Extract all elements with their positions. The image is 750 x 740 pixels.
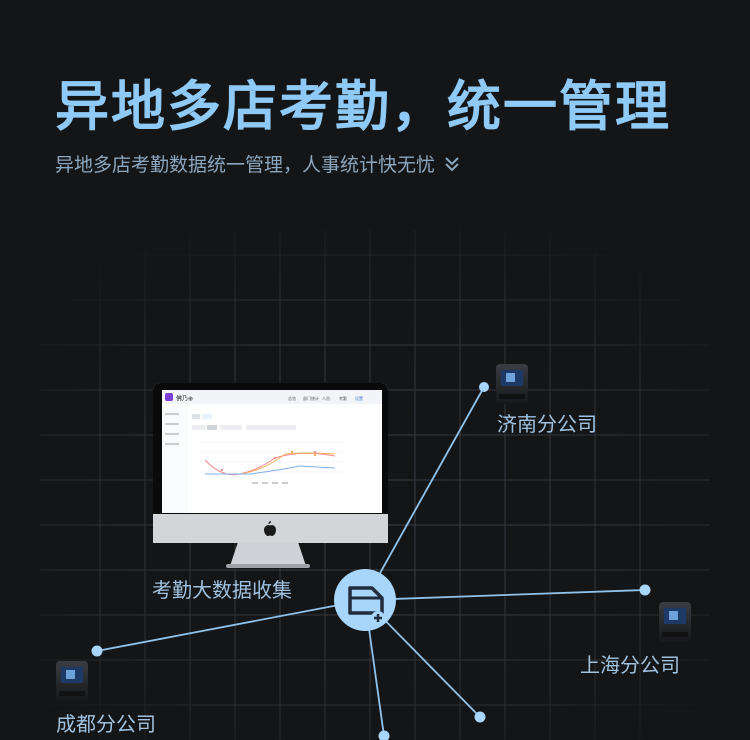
link-endpoints bbox=[91, 382, 651, 740]
screen-nav-item: 考勤 bbox=[339, 395, 347, 401]
hub-label: 考勤大数据收集 bbox=[152, 578, 292, 602]
endpoint-south-east bbox=[474, 711, 486, 723]
screen-logo: 佛乃⊕ bbox=[176, 395, 193, 403]
hub-icon[interactable] bbox=[334, 569, 396, 631]
apple-logo-icon bbox=[264, 521, 276, 536]
imac-monitor: 佛乃⊕ 总览 部门统计 人员 考勤 设置 bbox=[153, 383, 388, 568]
branch-label-chengdu: 成都分公司 bbox=[56, 712, 156, 736]
chevron-double-down-icon[interactable] bbox=[443, 155, 461, 173]
endpoint-south bbox=[378, 730, 390, 740]
attendance-terminal-icon bbox=[659, 602, 691, 642]
endpoint-jinan bbox=[479, 382, 489, 392]
attendance-terminal-icon bbox=[56, 661, 88, 701]
subtitle-text: 异地多店考勤数据统一管理，人事统计快无忧 bbox=[55, 154, 436, 176]
screen-nav-item: 总览 bbox=[288, 395, 296, 401]
screen-nav-item: 人员 bbox=[322, 395, 330, 401]
endpoint-chengdu bbox=[91, 645, 103, 657]
link-shanghai bbox=[364, 589, 646, 601]
attendance-terminal-icon bbox=[496, 364, 528, 404]
link-chengdu bbox=[96, 599, 366, 652]
screen-app bbox=[162, 390, 382, 513]
screen-nav-item: 设置 bbox=[355, 395, 363, 401]
branch-label-jinan: 济南分公司 bbox=[497, 412, 597, 436]
endpoint-shanghai bbox=[639, 584, 651, 596]
link-jinan bbox=[364, 386, 485, 601]
page-subtitle: 异地多店考勤数据统一管理，人事统计快无忧 bbox=[55, 150, 461, 177]
screen-nav-item: 部门统计 bbox=[303, 395, 319, 401]
page-title: 异地多店考勤，统一管理 bbox=[55, 75, 671, 138]
branch-label-shanghai: 上海分公司 bbox=[580, 653, 680, 677]
